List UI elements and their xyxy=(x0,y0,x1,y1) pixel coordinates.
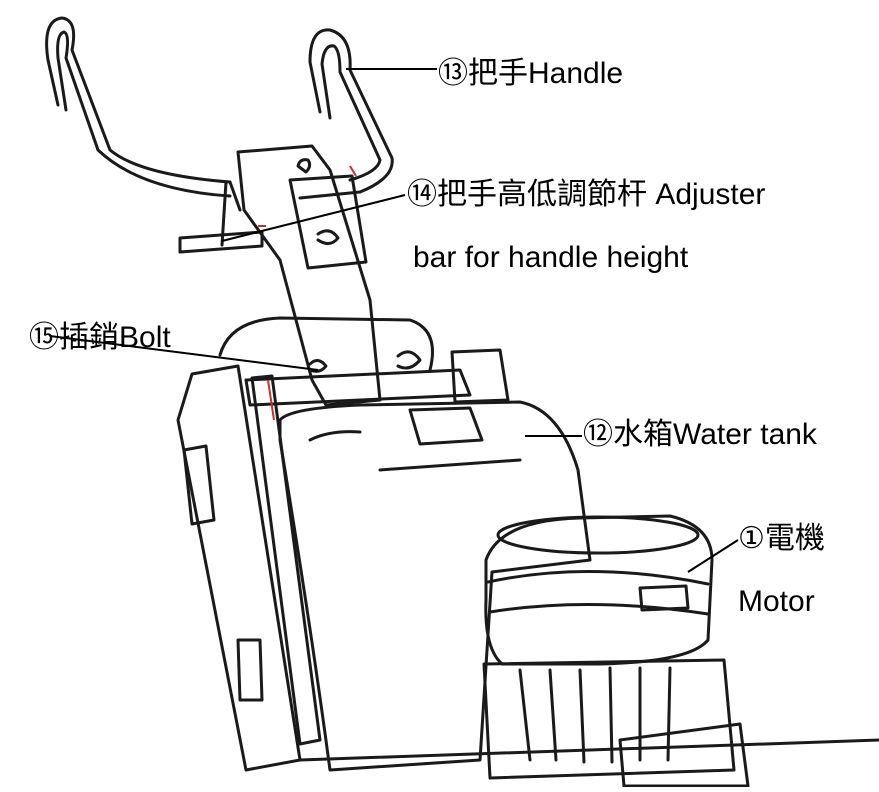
leader-line-adjuster xyxy=(221,194,406,242)
label-motor-line1: ①電機 xyxy=(738,522,825,555)
label-adjuster-line2: bar for handle height xyxy=(413,241,689,274)
control-column xyxy=(236,144,382,407)
leader-line-bolt xyxy=(49,335,319,371)
label-water-tank: ⑫水箱Water tank xyxy=(583,418,817,451)
label-handle: ⑬把手Handle xyxy=(438,57,624,90)
base xyxy=(236,638,879,762)
label-motor-line2: Motor xyxy=(738,585,815,618)
leader-line-motor xyxy=(687,539,739,573)
handle-bars xyxy=(45,16,394,212)
label-adjuster-line1: ⑭把手高低調節杆 Adjuster xyxy=(407,178,766,211)
frame xyxy=(218,316,510,407)
motor xyxy=(482,514,750,788)
label-bolt: ⑮插銷Bolt xyxy=(29,321,171,354)
adjuster-bar xyxy=(178,180,264,254)
water-tank xyxy=(278,400,592,772)
side-guard xyxy=(176,364,322,772)
